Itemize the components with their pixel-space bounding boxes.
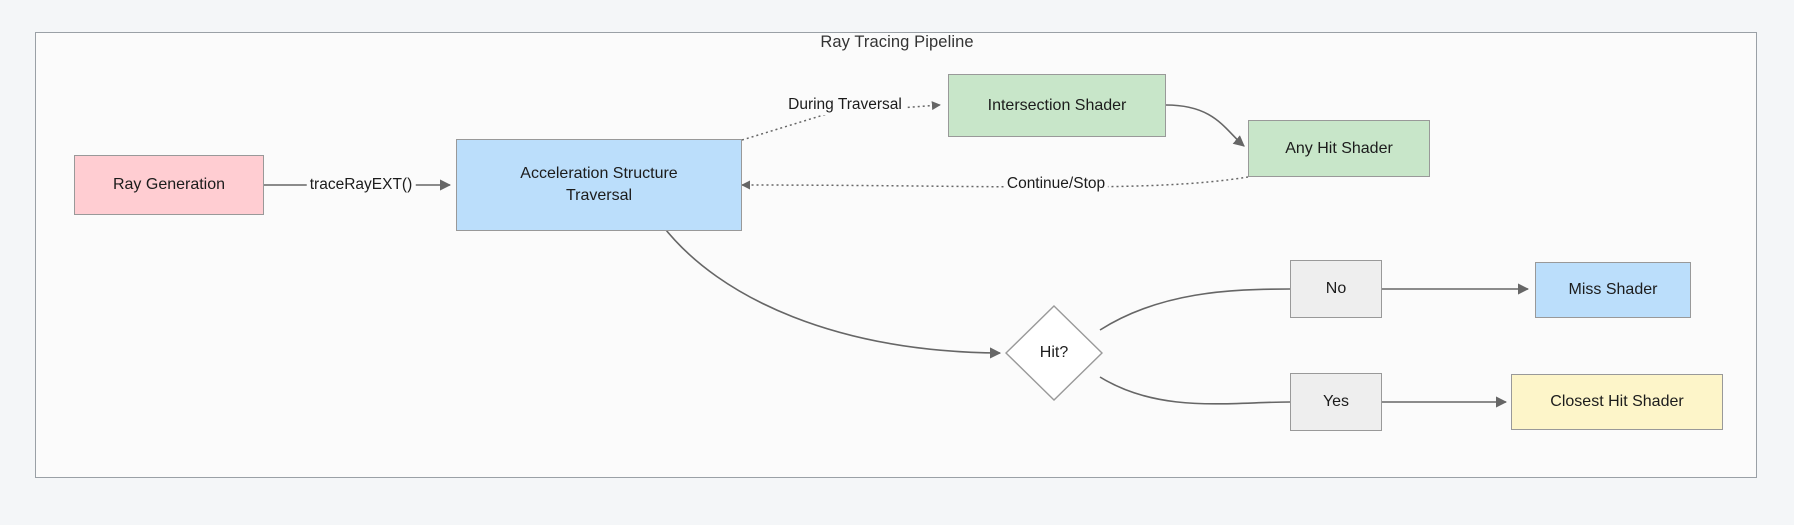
node-acceleration-structure-traversal[interactable]: Acceleration Structure Traversal <box>456 139 742 231</box>
edge-label-trace-ray-ext: traceRayEXT() <box>306 175 416 195</box>
node-hit-decision[interactable]: Hit? <box>1005 305 1103 401</box>
edge-label-continue-stop: Continue/Stop <box>1003 174 1109 194</box>
node-closest-hit-shader[interactable]: Closest Hit Shader <box>1511 374 1723 430</box>
node-yes-branch-label: Yes <box>1322 393 1350 411</box>
node-miss-shader[interactable]: Miss Shader <box>1535 262 1691 318</box>
node-closest-hit-shader-label: Closest Hit Shader <box>1550 393 1684 411</box>
node-miss-shader-label: Miss Shader <box>1568 281 1658 299</box>
node-ray-generation-label: Ray Generation <box>112 176 226 194</box>
node-acceleration-structure-line2: Traversal <box>565 187 633 204</box>
node-ray-generation[interactable]: Ray Generation <box>74 155 264 215</box>
node-any-hit-shader[interactable]: Any Hit Shader <box>1248 120 1430 177</box>
node-intersection-shader-label: Intersection Shader <box>987 96 1127 114</box>
node-intersection-shader[interactable]: Intersection Shader <box>948 74 1166 137</box>
subgraph-title: Ray Tracing Pipeline <box>820 33 974 51</box>
diamond-shape <box>1005 305 1103 401</box>
node-any-hit-shader-label: Any Hit Shader <box>1285 139 1393 157</box>
node-yes-branch[interactable]: Yes <box>1290 373 1382 431</box>
node-acceleration-structure-line1: Acceleration Structure <box>520 165 678 183</box>
node-no-branch-label: No <box>1325 280 1347 298</box>
node-hit-decision-label: Hit? <box>1039 344 1069 361</box>
edge-label-during-traversal: During Traversal <box>785 95 905 115</box>
node-no-branch[interactable]: No <box>1290 260 1382 318</box>
